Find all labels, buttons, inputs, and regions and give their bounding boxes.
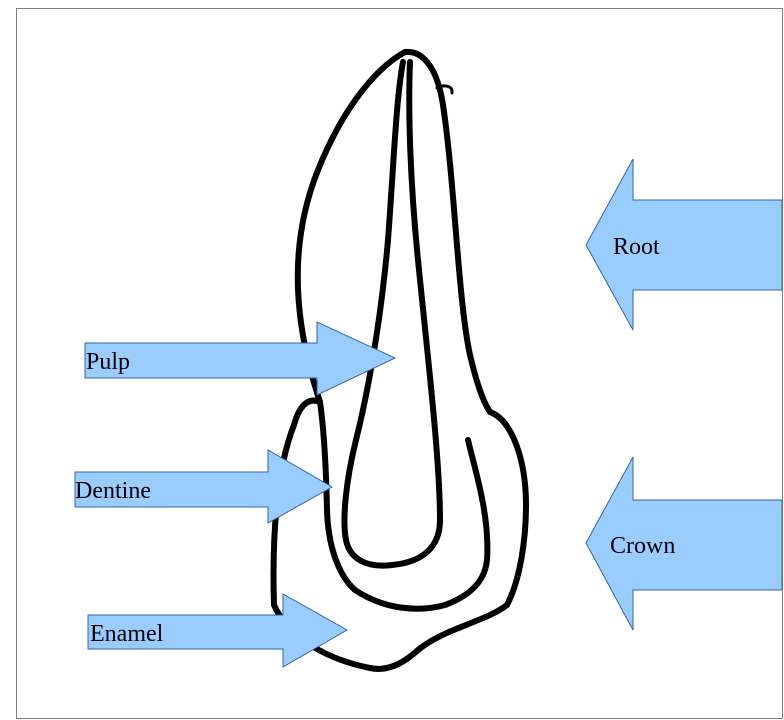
dentine-arrow: Dentine [75, 450, 332, 523]
pulp-arrow: Pulp [85, 322, 395, 395]
crown-arrow: Crown [586, 457, 782, 630]
enamel-arrow: Enamel [88, 594, 347, 667]
pulp-arrow-shape [85, 322, 395, 395]
pulp-label: Pulp [86, 349, 130, 375]
root-arrow: Root [586, 159, 782, 330]
enamel-label: Enamel [90, 621, 164, 647]
root-label: Root [613, 234, 660, 260]
crown-label: Crown [610, 533, 675, 559]
pulp-outline [344, 62, 440, 566]
dentine-label: Dentine [75, 478, 151, 504]
